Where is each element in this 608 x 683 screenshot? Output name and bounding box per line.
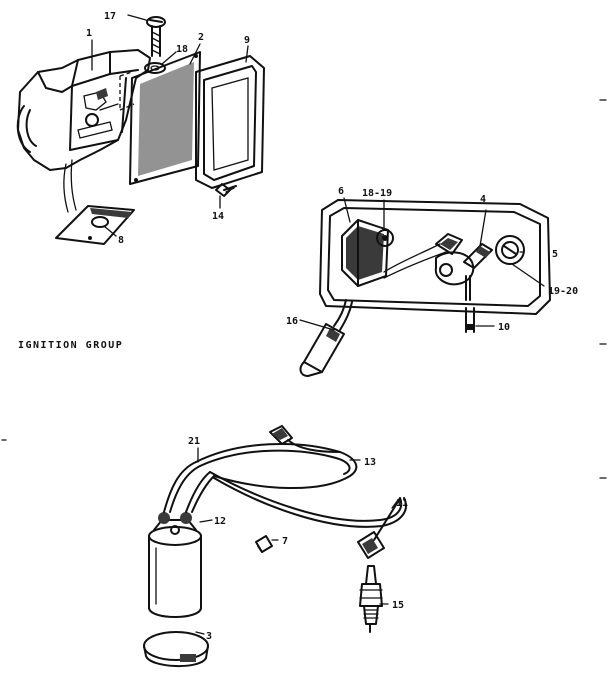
callout-7: 7 — [282, 536, 288, 547]
breaker-box-assembly — [16, 16, 265, 245]
callout-2: 2 — [198, 32, 204, 43]
lead-16 — [299, 299, 353, 377]
lead-11 — [209, 471, 407, 559]
callout-4: 4 — [480, 194, 486, 205]
screw-14 — [215, 183, 237, 197]
wire-connector — [383, 233, 463, 279]
leads-21 — [163, 461, 215, 513]
scan-marks — [1, 99, 607, 479]
breaker-housing — [16, 49, 151, 213]
callout-11: 11 — [396, 498, 408, 509]
callout-16: 16 — [286, 316, 298, 327]
clip-7 — [255, 535, 273, 553]
condenser-6 — [341, 219, 389, 287]
spark-plug-15 — [359, 565, 383, 633]
coil-12 — [148, 512, 202, 618]
callout-15: 15 — [392, 600, 404, 611]
callout-labels: 17 1 18 2 9 14 8 6 18-19 4 5 19-20 16 10… — [86, 11, 578, 642]
callout-17: 17 — [104, 11, 116, 22]
plunger-10 — [465, 275, 475, 333]
screw-18-19 — [376, 229, 394, 247]
callout-13: 13 — [364, 457, 376, 468]
callout-18: 18 — [176, 44, 188, 55]
callout-9: 9 — [244, 35, 250, 46]
leader-lines — [91, 14, 545, 635]
callout-21: 21 — [188, 436, 200, 447]
breaker-box-interior — [299, 199, 551, 377]
cam-nut-5 — [495, 235, 525, 265]
callout-8: 8 — [118, 235, 124, 246]
gasket-2 — [129, 51, 201, 185]
plate-8 — [55, 205, 135, 245]
bracket-3 — [143, 631, 209, 668]
callout-18-19: 18-19 — [362, 188, 392, 199]
callout-1: 1 — [86, 28, 92, 39]
callout-12: 12 — [214, 516, 226, 527]
callout-5: 5 — [552, 249, 558, 260]
callout-10: 10 — [498, 322, 510, 333]
screw-17 — [146, 16, 166, 57]
callout-3: 3 — [206, 631, 212, 642]
callout-14: 14 — [212, 211, 224, 222]
cover-9 — [195, 55, 265, 189]
diagram-title: IGNITION GROUP — [18, 340, 123, 351]
callout-6: 6 — [338, 186, 344, 197]
ignition-coil-assembly — [143, 425, 407, 668]
lead-13 — [195, 425, 358, 489]
callout-19-20: 19-20 — [548, 286, 578, 297]
